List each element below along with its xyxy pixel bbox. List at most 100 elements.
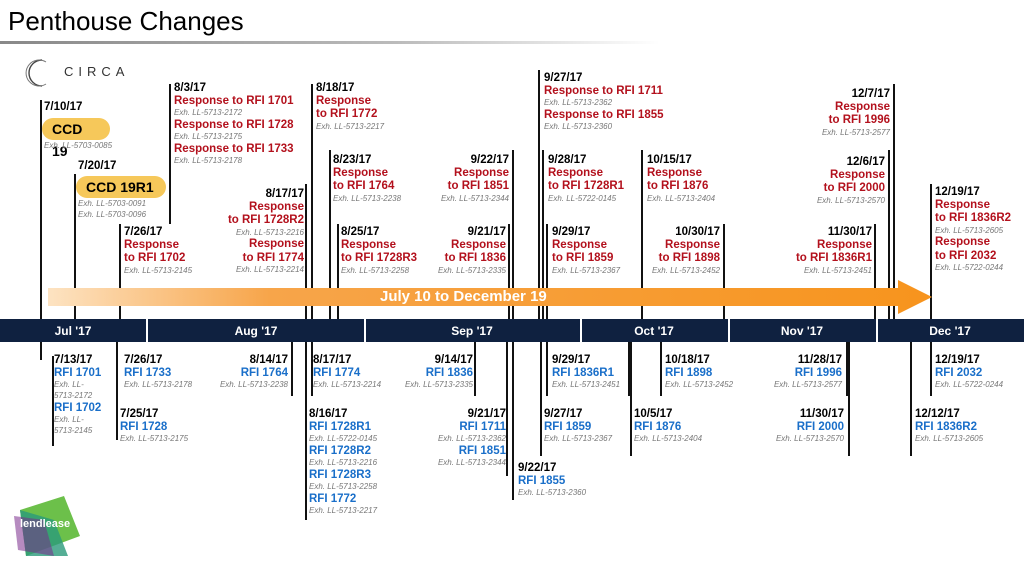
response-label: Response — [835, 101, 890, 114]
timeline-line — [628, 340, 630, 396]
response-label: Response — [548, 167, 603, 180]
month-separator — [876, 319, 878, 342]
exhibit-ref: Exh. LL-5722-0145 — [309, 434, 378, 444]
event-date: 10/30/17 — [675, 226, 720, 238]
event-date: 12/12/17 — [915, 408, 960, 420]
rfi-label: RFI 1851 — [458, 445, 506, 458]
response-label: Response — [316, 95, 371, 108]
timeline-line — [893, 84, 895, 320]
exhibit-ref: Exh. LL-5713-2217 — [316, 121, 385, 131]
event-date: 7/20/17 — [78, 160, 117, 172]
response-label: Response — [454, 167, 509, 180]
response-label: Response — [341, 239, 396, 252]
ccd19r1-badge: CCD 19R1 — [76, 176, 166, 198]
rfi-label: RFI 1728R1 — [309, 421, 372, 434]
exhibit-ref: Exh. LL-5713-2367 — [544, 434, 613, 444]
response-label: to RFI 1836 — [444, 252, 506, 265]
event-0929-bottom: 9/29/17 RFI 1836R1 Exh. LL-5713-2451 — [552, 354, 620, 391]
response-label: Response — [249, 201, 304, 214]
event-date: 8/23/17 — [333, 154, 372, 166]
response-label: Response — [552, 239, 607, 252]
month-separator — [580, 319, 582, 342]
rfi-label: RFI 1836R2 — [915, 421, 978, 434]
date-range-label: July 10 to December 19 — [380, 288, 547, 305]
response-label: Response — [935, 199, 990, 212]
timeline-line — [848, 340, 850, 456]
timeline-line — [930, 184, 932, 320]
exhibit-ref: Exh. LL-5713-2605 — [935, 225, 1004, 235]
event-date: 9/22/17 — [470, 154, 509, 166]
timeline-line — [540, 340, 542, 456]
exhibit-ref: Exh. LL-5713-2570 — [816, 195, 885, 205]
event-0927-bottom: 9/27/17 RFI 1859 Exh. LL-5713-2367 — [544, 408, 612, 445]
timeline-line — [329, 150, 331, 320]
timeline-line — [910, 340, 912, 456]
event-0928-top: 9/28/17 Response to RFI 1728R1 Exh. LL-5… — [548, 154, 624, 204]
rfi-label: RFI 1898 — [665, 367, 713, 380]
exhibit-ref: Exh. LL-5713-2360 — [544, 122, 613, 132]
event-date: 7/26/17 — [124, 226, 163, 238]
rfi-label: RFI 1774 — [313, 367, 361, 380]
exhibit-ref: Exh. LL-5713-2175 — [120, 434, 189, 444]
exhibit-ref: Exh. LL-5713-2570 — [775, 434, 844, 444]
exhibit-ref: Exh. LL-5713-2362 — [544, 98, 613, 108]
event-date: 8/16/17 — [309, 408, 348, 420]
response-label: to RFI 2032 — [935, 249, 997, 262]
event-0817-bottom: 8/17/17 RFI 1774 Exh. LL-5713-2214 — [313, 354, 381, 391]
timeline-line — [305, 340, 307, 520]
event-0817-top: 8/17/17 Response to RFI 1728R2 Exh. LL-5… — [228, 188, 304, 276]
rfi-label: RFI 1733 — [124, 367, 172, 380]
response-label: to RFI 1898 — [658, 252, 720, 265]
response-label: to RFI 1728R3 — [341, 252, 418, 265]
month-band — [0, 319, 1024, 342]
response-label: Response — [124, 239, 179, 252]
response-label: to RFI 1836R1 — [795, 252, 872, 265]
rfi-label: RFI 2032 — [935, 367, 983, 380]
exhibit-ref: Exh. LL-5713-2451 — [803, 265, 872, 275]
timeline-line — [546, 340, 548, 396]
exhibit-ref: Exh. LL-5713-2238 — [333, 193, 402, 203]
exhibit-ref: Exh. LL-5713-2404 — [634, 434, 703, 444]
event-ccd19r1: 7/20/17 — [78, 160, 116, 173]
event-ccd19-exh: Exh. LL-5703-0085 — [44, 141, 112, 152]
timeline-line — [40, 100, 42, 360]
response-label: to RFI 1836R2 — [935, 212, 1012, 225]
exhibit-ref: Exh. LL-5713-2172 — [174, 108, 243, 118]
event-1018-bottom: 10/18/17 RFI 1898 Exh. LL-5713-2452 — [665, 354, 733, 391]
rfi-label: RFI 1836 — [425, 367, 473, 380]
event-ccd19: 7/10/17 — [44, 101, 82, 114]
timeline-line — [508, 224, 510, 320]
response-label: to RFI 1728R2 — [227, 214, 304, 227]
exhibit-ref: Exh. LL-5713-2452 — [665, 380, 734, 390]
event-date: 12/19/17 — [935, 354, 980, 366]
timeline-line — [641, 150, 643, 320]
event-date: 9/29/17 — [552, 226, 591, 238]
rfi-label: RFI 1711 — [459, 421, 506, 434]
event-0825-top: 8/25/17 Response to RFI 1728R3 Exh. LL-5… — [341, 226, 417, 276]
exhibit-ref: Exh. LL-5713-2214 — [313, 380, 382, 390]
page-title: Penthouse Changes — [8, 6, 244, 36]
event-1130-top: 11/30/17 Response to RFI 1836R1 Exh. LL-… — [796, 226, 872, 276]
event-1130-bottom: 11/30/17 RFI 2000 Exh. LL-5713-2570 — [776, 408, 844, 445]
exhibit-ref: Exh. LL-5713-2367 — [552, 265, 621, 275]
exhibit-ref: Exh. LL-5713-2216 — [235, 227, 304, 237]
response-label: Response — [935, 236, 990, 249]
timeline-line — [660, 340, 662, 396]
event-1219-top: 12/19/17 Response to RFI 1836R2 Exh. LL-… — [935, 186, 1011, 274]
exhibit-ref: Exh. LL-5703-0096 — [78, 209, 147, 219]
month-separator — [364, 319, 366, 342]
event-ccd19r1-exh: Exh. LL-5703-0091 Exh. LL-5703-0096 — [78, 199, 146, 221]
exhibit-ref: Exh. LL-5713-2451 — [552, 380, 621, 390]
event-date: 12/19/17 — [935, 186, 980, 198]
rfi-label: RFI 1728R3 — [309, 469, 372, 482]
event-1030-top: 10/30/17 Response to RFI 1898 Exh. LL-57… — [652, 226, 720, 276]
ccd19-badge: CCD 19 — [42, 118, 110, 159]
event-date: 8/18/17 — [316, 82, 355, 94]
event-1206-top: 12/6/17 Response to RFI 2000 Exh. LL-571… — [817, 156, 885, 206]
exhibit-ref: Exh. LL-5713-2452 — [651, 265, 720, 275]
month-label: Oct '17 — [634, 324, 674, 338]
exhibit-ref: Exh. LL-5713-2344 — [437, 458, 506, 468]
exhibit-ref: Exh. LL-5713-2404 — [647, 193, 716, 203]
timeline-line — [291, 340, 293, 396]
timeline-line — [723, 224, 725, 320]
